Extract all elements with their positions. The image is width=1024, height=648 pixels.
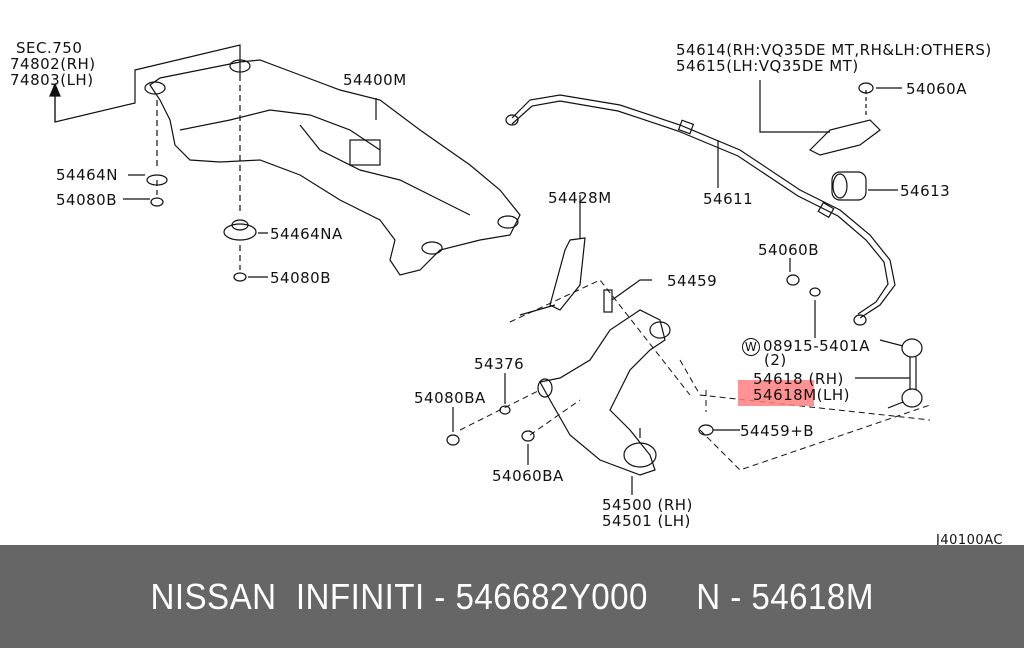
callout-54464na: 54464NA bbox=[270, 225, 343, 243]
callout-sec750-line1: SEC.750 bbox=[16, 39, 83, 57]
callout-54080b-1: 54080B bbox=[56, 191, 118, 209]
callout-54060ba: 54060BA bbox=[492, 467, 564, 485]
callout-54080b-2: 54080B bbox=[270, 269, 332, 287]
callout-08915-qty: (2) bbox=[764, 351, 787, 369]
footer-banner: NISSAN INFINITI - 546682Y000 N - 54618M bbox=[0, 545, 1024, 648]
callout-54500: 54500 (RH) bbox=[602, 496, 693, 514]
callout-54428m: 54428M bbox=[548, 189, 612, 207]
callout-54618m: 54618M(LH) bbox=[753, 386, 850, 404]
callout-54459: 54459 bbox=[667, 272, 718, 290]
callout-sec750-line3: 74803(LH) bbox=[10, 71, 94, 89]
callout-54080ba: 54080BA bbox=[414, 389, 486, 407]
callout-54611: 54611 bbox=[703, 190, 754, 208]
callout-08915: 08915-5401A bbox=[763, 337, 871, 355]
parts-diagram: SEC.750 74802(RH) 74803(LH) 54400M 54464… bbox=[10, 39, 1003, 548]
callout-54376: 54376 bbox=[474, 355, 525, 373]
callout-54400m: 54400M bbox=[343, 71, 407, 89]
callout-54613: 54613 bbox=[900, 182, 951, 200]
diagram-code: J40100AC bbox=[936, 533, 1003, 548]
callout-54614: 54614(RH:VQ35DE MT,RH&LH:OTHERS) bbox=[676, 41, 992, 59]
callout-54060a: 54060A bbox=[906, 80, 967, 98]
callout-54060b: 54060B bbox=[758, 241, 820, 259]
footer-part-number: NISSAN INFINITI - 546682Y000 N - 54618M bbox=[150, 575, 874, 617]
callout-54459b: 54459+B bbox=[740, 422, 815, 440]
callout-sec750-line2: 74802(RH) bbox=[10, 55, 96, 73]
callout-54464n: 54464N bbox=[56, 166, 118, 184]
callout-54501: 54501 (LH) bbox=[602, 512, 691, 530]
diagram-drawing bbox=[49, 44, 931, 495]
callout-54615: 54615(LH:VQ35DE MT) bbox=[676, 57, 859, 75]
callout-08915-prefix: W bbox=[742, 338, 760, 356]
callout-54618: 54618 (RH) bbox=[753, 370, 844, 388]
highlight-54618m bbox=[738, 380, 814, 406]
